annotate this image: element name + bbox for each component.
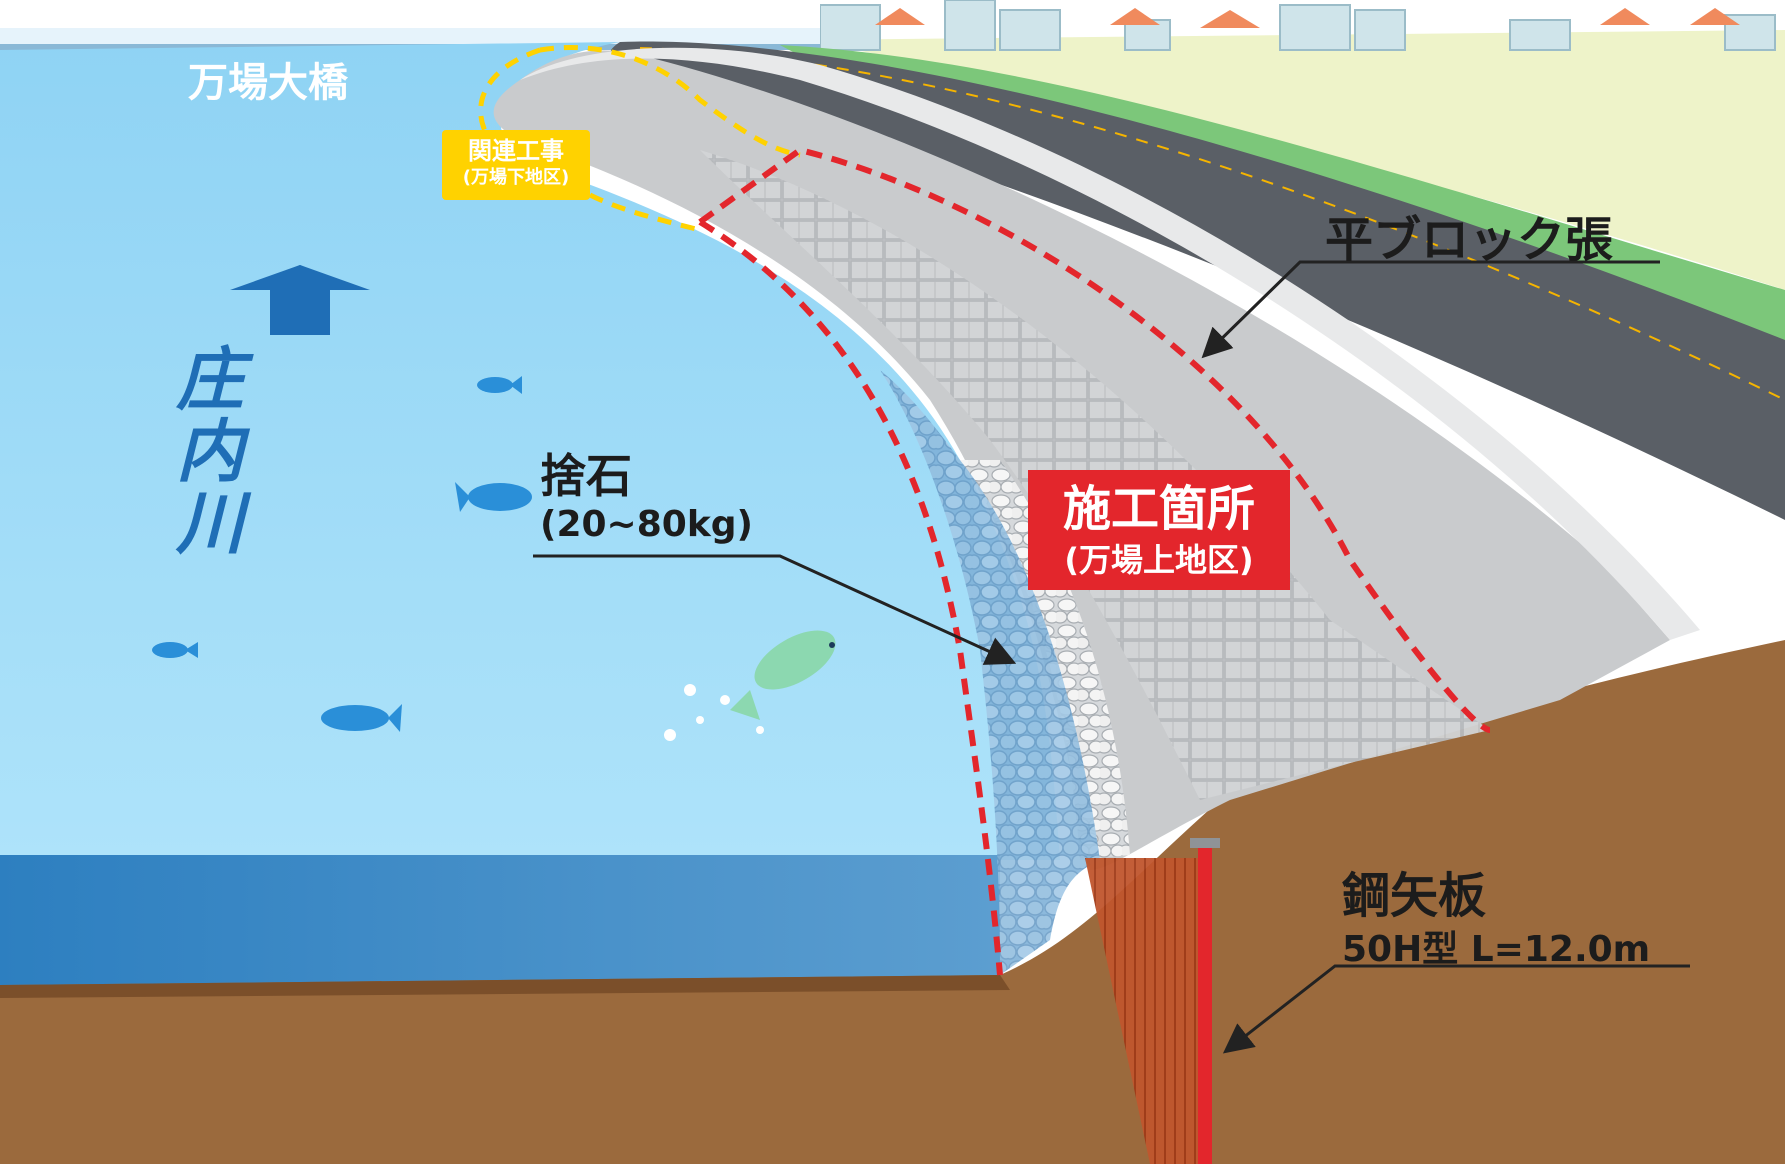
sheet-pile-leader — [1222, 964, 1690, 1054]
up-arrow-icon — [230, 265, 370, 335]
sheet-pile-label: 鋼矢板 — [1342, 868, 1487, 924]
sheet-pile-fan — [1085, 858, 1205, 1164]
bridge-name-label: 万場大橋 — [188, 60, 348, 106]
deep-water — [0, 855, 1000, 985]
flat-block-leader — [1201, 260, 1660, 359]
related-work-outline — [478, 45, 801, 233]
fish-icon — [730, 630, 836, 720]
related-work-title: 関連工事 — [468, 137, 564, 165]
riprap-label: 捨石 — [540, 449, 632, 503]
bubbles — [664, 684, 764, 741]
riprap-spec-label: (20~80kg) — [540, 504, 753, 545]
related-work-badge: 関連工事 (万場下地区) — [442, 130, 590, 200]
river-name-char: 内 — [175, 413, 244, 492]
flat-block-label: 平ブロック張 — [1325, 212, 1614, 268]
construction-site-subtitle: (万場上地区) — [1064, 541, 1254, 579]
riprap-leader — [533, 554, 1017, 665]
construction-site-badge: 施工箇所 (万場上地区) — [1028, 470, 1290, 590]
river-name-label: 庄 内 川 — [150, 345, 270, 561]
river-name-char: 川 — [175, 485, 244, 564]
fish-icon — [152, 376, 532, 732]
riprap-area — [880, 370, 1100, 975]
steel-sheet-pile — [1198, 845, 1212, 1164]
town-houses — [819, 0, 1776, 51]
river-name-char: 庄 — [175, 341, 244, 420]
related-work-subtitle: (万場下地区) — [462, 167, 570, 188]
sheet-pile-spec-label: 50H型 L=12.0m — [1342, 929, 1651, 970]
construction-site-title: 施工箇所 — [1062, 481, 1255, 537]
bridge-deck — [0, 28, 820, 44]
white-riprap — [960, 460, 1130, 860]
town-roofs — [875, 8, 1740, 28]
construction-outline — [698, 146, 1491, 976]
soil-ground — [0, 640, 1785, 1164]
